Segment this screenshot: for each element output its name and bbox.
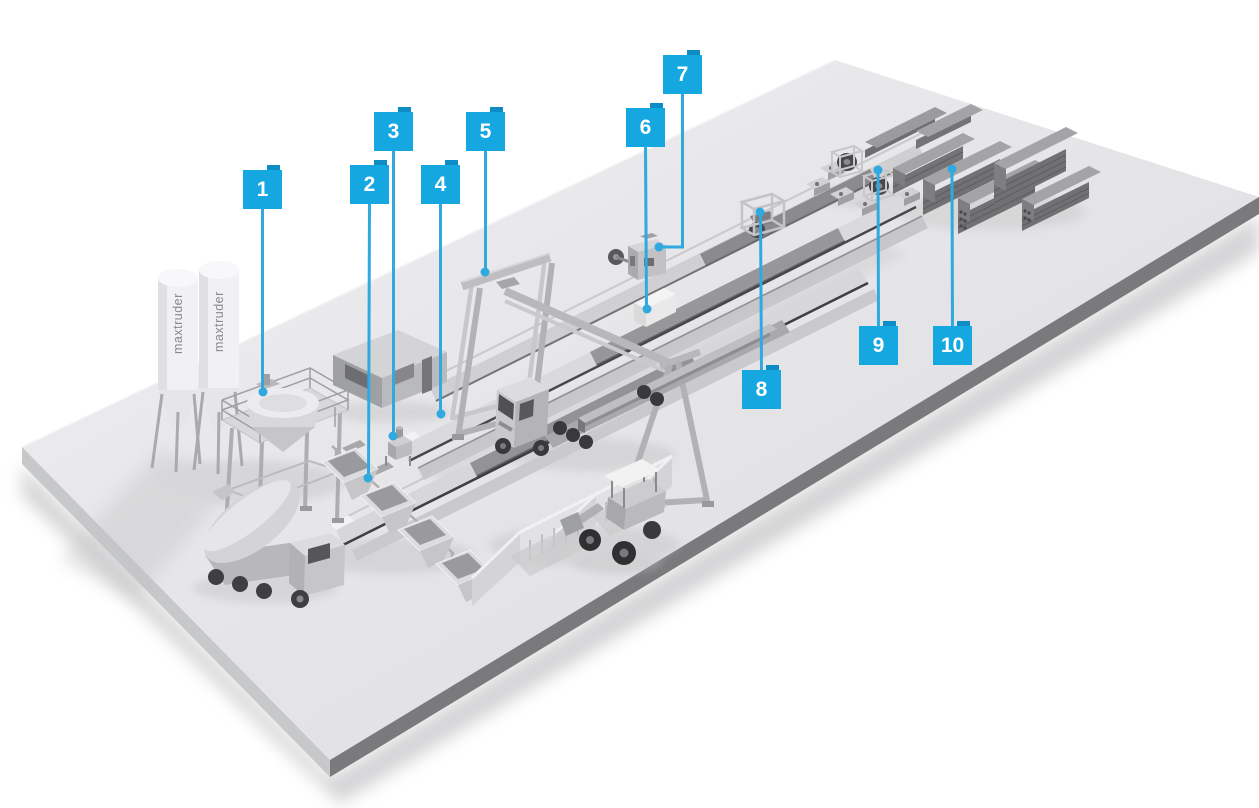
slab-stack [1021,166,1101,231]
slab-stack [993,127,1078,207]
mixer-station [220,367,350,555]
marker-10[interactable]: 10 [933,321,972,365]
marker-1-label: 1 [256,177,269,201]
marker-10-label: 10 [940,333,965,357]
marker-5-label: 5 [479,119,492,143]
marker-5[interactable]: 5 [466,107,505,151]
platform-edge-highlight [21,59,836,448]
leader-lines [258,91,957,483]
marker-4[interactable]: 4 [421,160,460,204]
slab-stack [892,133,975,194]
slab-stacks [865,104,1101,234]
flatbed-truck [495,320,790,456]
platform-side-right [330,197,1259,777]
marker-7-label: 7 [676,62,689,86]
bin-row [321,447,493,602]
coil-frame-1 [829,144,865,179]
wheel-loader [560,459,666,565]
marker-3[interactable]: 3 [374,107,413,151]
marker-8[interactable]: 8 [742,365,781,409]
marker-7[interactable]: 7 [663,50,702,94]
aggregate-bins [321,445,493,602]
leader-line-7 [654,91,684,252]
leader-line-5 [480,148,490,277]
marker-8-label: 8 [755,377,768,401]
leader-line-4 [436,201,446,419]
marker-2[interactable]: 2 [350,160,389,204]
feeder-machine [385,426,412,466]
leader-line-8 [755,207,765,374]
silo-brand-text: maxtruder [212,291,226,352]
silo-brand-text: maxtruder [171,293,185,354]
gantry-crane [449,252,714,512]
leader-line-9 [873,165,883,330]
platform [21,59,1259,804]
marker-4-label: 4 [434,172,447,196]
marker-9-label: 9 [872,333,885,357]
marker-6[interactable]: 6 [626,103,665,147]
marker-6-label: 6 [639,115,652,139]
marker-3-label: 3 [387,119,400,143]
mixer-truck [203,480,345,608]
leader-line-3 [388,148,398,441]
leader-line-6 [642,143,652,314]
marker-1[interactable]: 1 [243,165,282,209]
slab-stack [922,141,1012,215]
silo-left: maxtruder [150,269,202,473]
leader-line-2 [363,200,373,483]
marker-9[interactable]: 9 [859,321,898,365]
slab-mold-box [634,288,676,327]
leader-line-1 [258,206,268,397]
leader-line-10 [947,164,957,330]
marker-2-label: 2 [363,172,376,196]
casting-beds [329,131,928,561]
